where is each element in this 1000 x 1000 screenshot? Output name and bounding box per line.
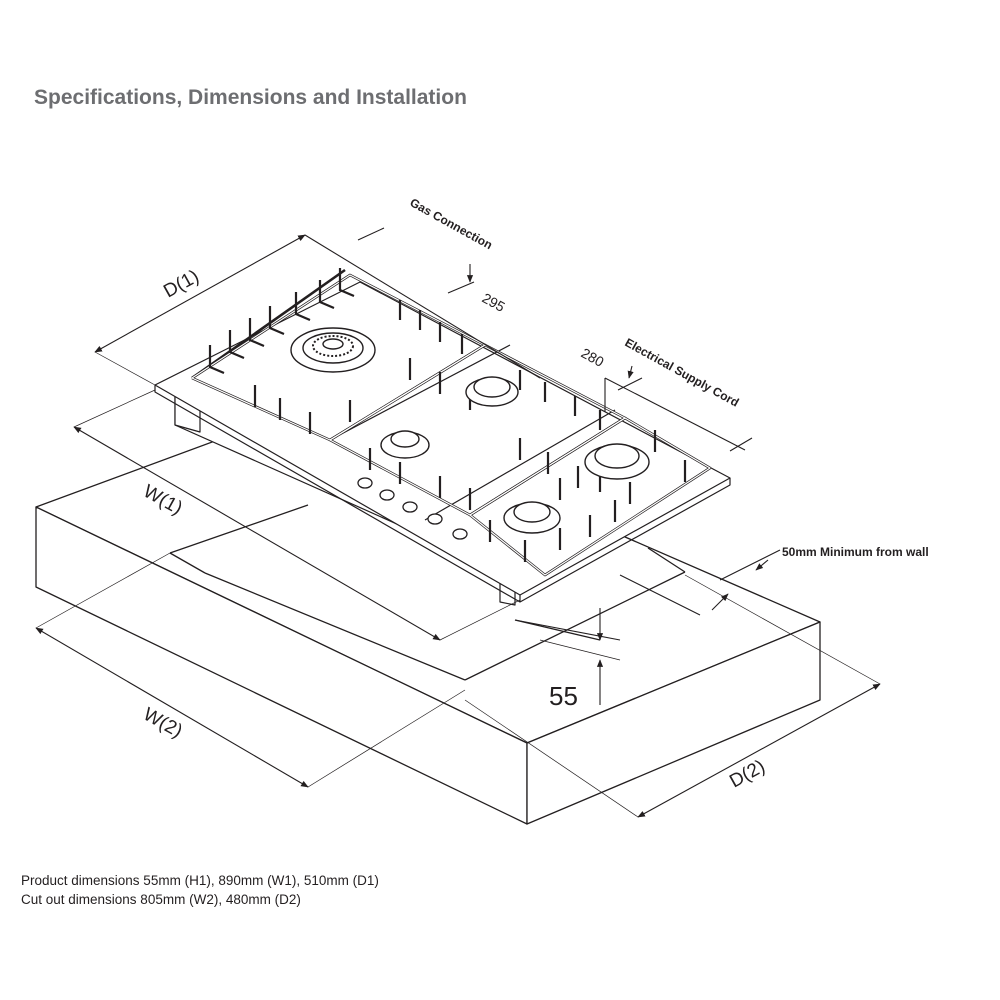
dimension-notes: Product dimensions 55mm (H1), 890mm (W1)…: [21, 871, 379, 909]
label-electrical-dim: 280: [579, 345, 607, 370]
burner-rear-right: [465, 376, 519, 407]
label-d1: D(1): [160, 266, 203, 302]
cutout-dimensions-note: Cut out dimensions 805mm (W2), 480mm (D2…: [21, 892, 301, 907]
page-title: Specifications, Dimensions and Installat…: [34, 86, 467, 109]
label-d2: D(2): [726, 756, 769, 792]
burner-front-right: [503, 501, 561, 534]
label-gas-connection: Gas Connection: [408, 195, 495, 252]
burner-front-left: [380, 430, 430, 459]
label-gas-dim: 295: [480, 290, 508, 315]
label-w2: W(2): [140, 704, 186, 742]
burner-right: [584, 443, 650, 480]
wok-burner: [290, 327, 376, 373]
dimension-lines: [35, 227, 881, 818]
label-wall-note: 50mm Minimum from wall: [782, 545, 929, 559]
product-dimensions-note: Product dimensions 55mm (H1), 890mm (W1)…: [21, 873, 379, 888]
label-height-dim: 55: [549, 681, 578, 711]
label-electrical-supply: Electrical Supply Cord: [623, 335, 742, 409]
